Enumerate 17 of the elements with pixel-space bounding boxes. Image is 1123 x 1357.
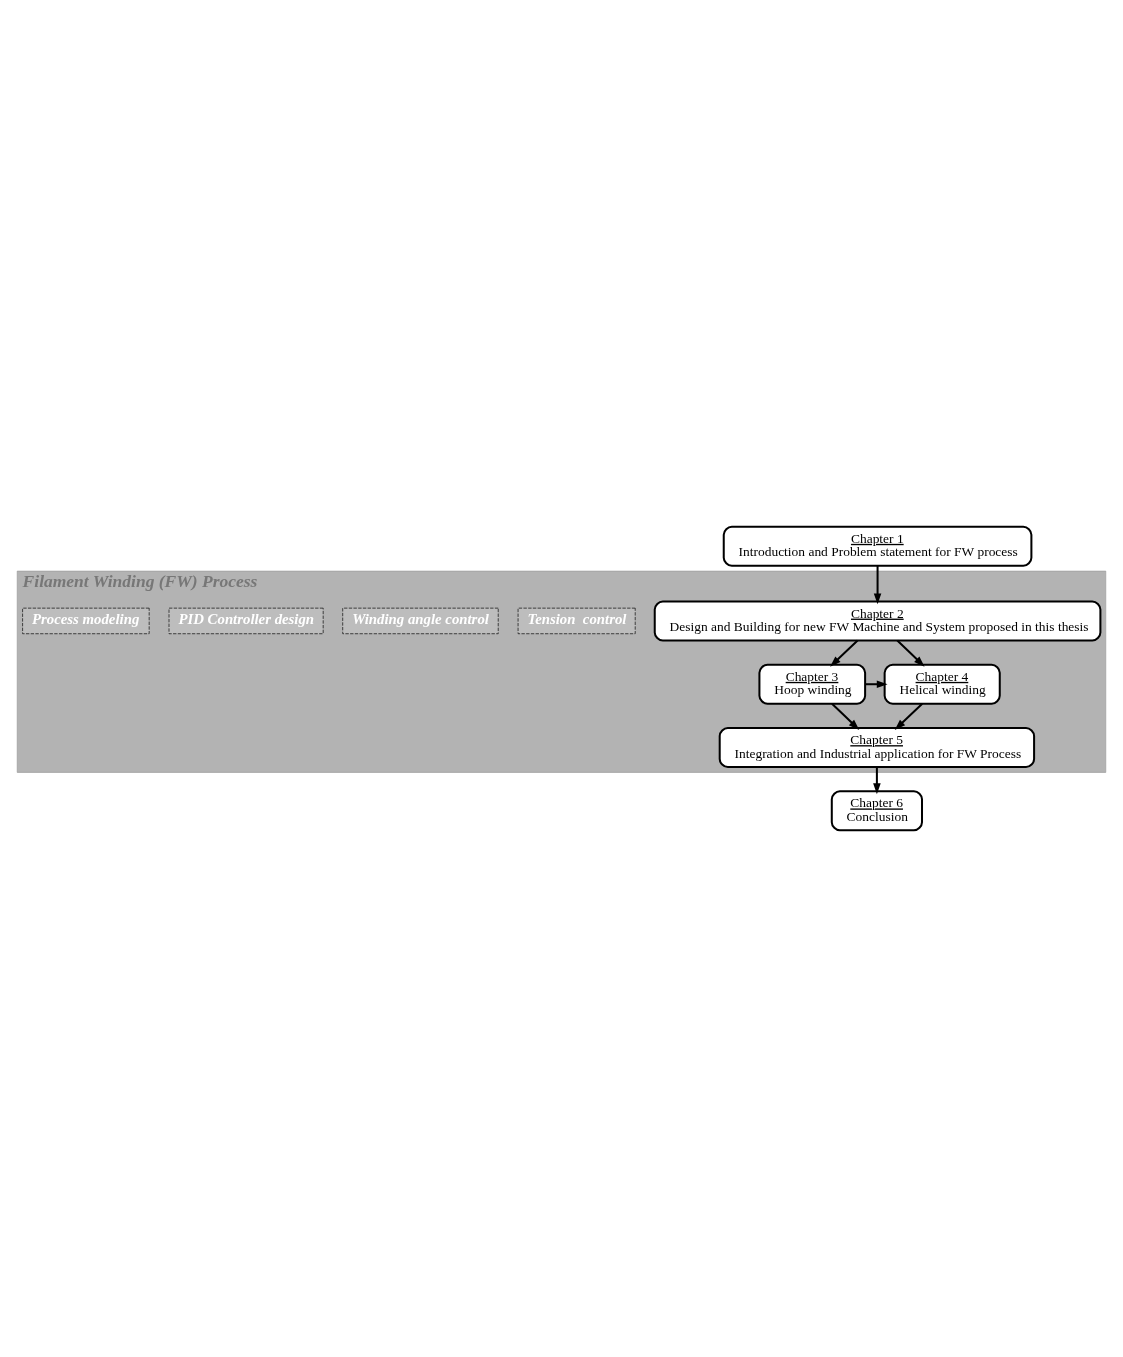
arrow bbox=[896, 639, 925, 667]
node-box: Winding angle control bbox=[342, 607, 499, 635]
arrow bbox=[873, 767, 881, 795]
arrow bbox=[831, 703, 860, 730]
arrow bbox=[873, 565, 882, 605]
node-box: Tension control bbox=[517, 607, 636, 635]
arrow bbox=[865, 680, 888, 688]
node-box: Chapter 5 Integration and Industrial application for FW Process bbox=[718, 726, 1036, 769]
node-box: Chapter 2 Design and Building for new FW Machine and System proposed in this thesis bbox=[653, 600, 1102, 642]
node-box: Process modeling bbox=[22, 607, 150, 635]
node-box: Chapter 6 Conclusion bbox=[830, 790, 923, 832]
node-box: PID Controller design bbox=[168, 607, 324, 635]
node-box: Chapter 4 Helical winding bbox=[883, 663, 1001, 705]
arrow bbox=[894, 703, 923, 730]
node-box: Chapter 3 Hoop winding bbox=[758, 663, 867, 705]
node-box: Chapter 1 Introduction and Problem statement for FW process bbox=[722, 525, 1033, 567]
arrow bbox=[830, 639, 859, 667]
